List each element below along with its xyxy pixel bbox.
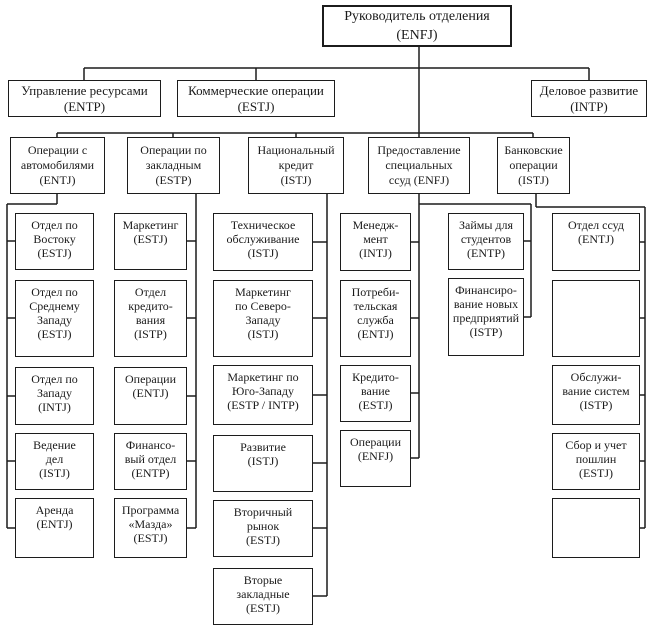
- node-operations-mortgage: Операции (ENTJ): [114, 367, 187, 425]
- node-special-loans: Предоставление специальных ссуд (ENFJ): [368, 137, 470, 194]
- node-credit-department: Отдел кредито- вания (ISTP): [114, 280, 187, 357]
- node-student-loans: Займы для студентов (ENTP): [448, 213, 524, 270]
- node-national-credit: Национальный кредит (ISTJ): [248, 137, 344, 194]
- node-auto-operations: Операции с автомобилями (ENTJ): [10, 137, 105, 194]
- node-operations-special: Операции (ENFJ): [340, 430, 411, 487]
- node-case-management: Ведение дел (ISTJ): [15, 433, 94, 490]
- node-leasing: Аренда (ENTJ): [15, 498, 94, 558]
- node-empty-2: [552, 498, 640, 558]
- node-empty-1: [552, 280, 640, 357]
- node-business-development: Деловое развитие (INTP): [531, 80, 647, 117]
- node-resource-management: Управление ресурсами (ENTP): [8, 80, 161, 117]
- node-secondary-market: Вторичный рынок (ESTJ): [213, 500, 313, 557]
- node-commercial-operations: Коммерческие операции (ESTJ): [177, 80, 335, 117]
- node-midwest-department: Отдел по Среднему Западу (ESTJ): [15, 280, 94, 357]
- node-systems-service: Обслужи- вание систем (ISTP): [552, 365, 640, 425]
- node-new-ventures-financing: Финансиро- вание новых предприятий (ISTP…: [448, 278, 524, 356]
- node-consumer-service: Потреби- тельская служба (ENTJ): [340, 280, 411, 357]
- node-east-department: Отдел по Востоку (ESTJ): [15, 213, 94, 270]
- node-marketing: Маркетинг (ESTJ): [114, 213, 187, 270]
- node-mortgage-operations: Операции по закладным (ESTP): [127, 137, 220, 194]
- node-southwest-marketing: Маркетинг по Юго-Западу (ESTP / INTP): [213, 365, 313, 425]
- node-management: Менедж- мент (INTJ): [340, 213, 411, 271]
- node-second-mortgages: Вторые закладные (ESTJ): [213, 568, 313, 625]
- node-fees-accounting: Сбор и учет пошлин (ESTJ): [552, 433, 640, 490]
- node-banking-operations: Банковские операции (ISTJ): [497, 137, 570, 194]
- node-finance-department: Финансо- вый отдел (ENTP): [114, 433, 187, 490]
- node-technical-service: Техническое обслуживание (ISTJ): [213, 213, 313, 271]
- node-development: Развитие (ISTJ): [213, 435, 313, 492]
- node-crediting: Кредито- вание (ESTJ): [340, 365, 411, 422]
- node-loans-department: Отдел ссуд (ENTJ): [552, 213, 640, 271]
- node-division-head: Руководитель отделения (ENFJ): [322, 5, 512, 47]
- node-mazda-program: Программа «Мазда» (ESTJ): [114, 498, 187, 558]
- node-west-department: Отдел по Западу (INTJ): [15, 367, 94, 425]
- node-northwest-marketing: Маркетинг по Северо- Западу (ISTJ): [213, 280, 313, 357]
